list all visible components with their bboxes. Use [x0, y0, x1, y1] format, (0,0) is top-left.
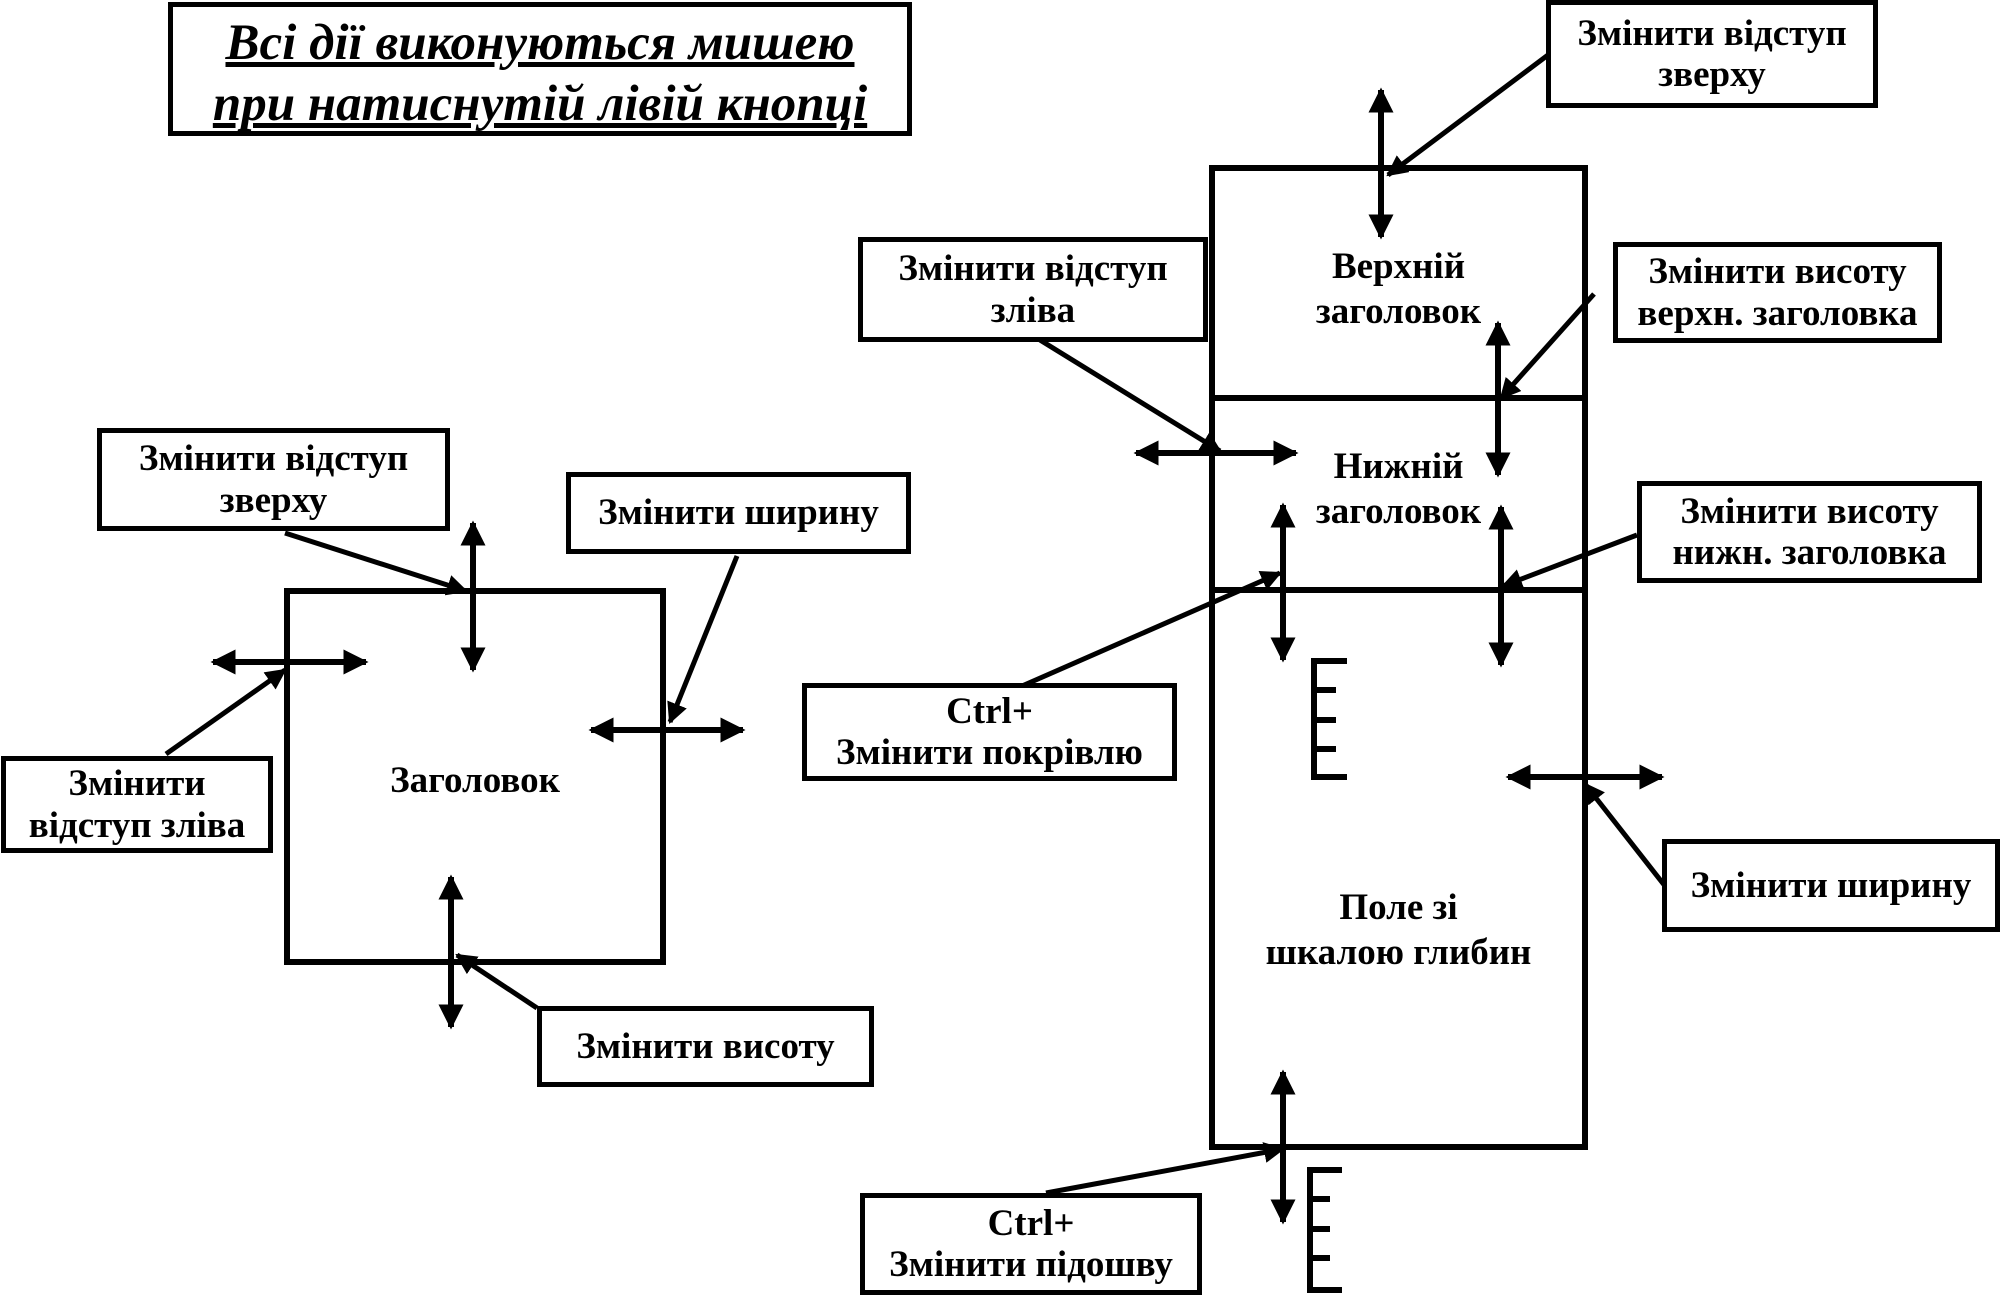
instruction-title-line2: при натиснутій лівій кнопці — [212, 76, 868, 133]
connector-width — [1583, 782, 1667, 888]
depth-field-label: Поле зі шкалою глибин — [1265, 887, 1532, 974]
callout-left-offset-right: Змінити відступ зліва — [858, 237, 1208, 342]
depth-scale-mark-top — [1311, 658, 1347, 780]
connector-left-offset — [164, 667, 287, 757]
header-block-label: Заголовок — [390, 760, 560, 801]
callout-upper-header-height: Змінити висоту верхн. заголовка — [1613, 242, 1942, 343]
lower-header-label: Нижній заголовок — [1315, 446, 1482, 533]
callout-left-offset: Змінити відступ зліва — [1, 756, 273, 853]
callout-top-offset-right: Змінити відступ зверху — [1546, 0, 1878, 108]
connector-top-offset — [284, 530, 468, 596]
instruction-title-line1: Всі дії виконуються мишею — [225, 15, 855, 71]
instruction-title: Всі дії виконуються мишею при натиснутій… — [168, 2, 912, 136]
callout-top-offset: Змінити відступ зверху — [97, 428, 450, 531]
connector-roof — [1020, 570, 1282, 689]
callout-height: Змінити висоту — [537, 1006, 874, 1087]
callout-roof: Ctrl+ Змінити покрівлю — [802, 683, 1177, 781]
connector-top-offset — [1386, 50, 1554, 177]
callout-width: Змінити ширину — [566, 472, 911, 554]
connector-left-offset — [1038, 337, 1222, 454]
connector-sole — [1045, 1142, 1286, 1196]
connector-width — [667, 555, 740, 724]
upper-header-label: Верхній заголовок — [1315, 246, 1482, 333]
connector-height — [455, 952, 539, 1011]
callout-sole: Ctrl+ Змінити підошву — [860, 1193, 1202, 1295]
connector-lower-header-height — [1501, 532, 1638, 590]
connector-upper-header-height — [1499, 292, 1596, 400]
callout-width-right: Змінити ширину — [1662, 839, 2000, 932]
callout-lower-header-height: Змінити висоту нижн. заголовка — [1637, 481, 1982, 583]
depth-scale-mark-bottom — [1307, 1167, 1342, 1293]
